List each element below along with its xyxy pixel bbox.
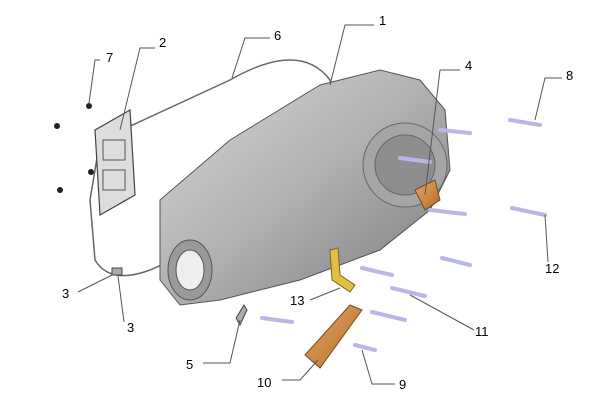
callout-3b: 3 (127, 320, 135, 335)
callout-13: 13 (290, 293, 305, 308)
leader-lines (77, 24, 562, 385)
callout-9: 9 (399, 377, 407, 392)
bracket-part-4 (414, 179, 441, 211)
callout-7: 7 (106, 50, 114, 65)
bracket-part-13 (329, 247, 356, 293)
callout-12: 12 (545, 261, 560, 276)
crankcase-cover-part-1 (159, 69, 451, 306)
callout-1: 1 (379, 13, 387, 28)
callout-3a: 3 (62, 286, 70, 301)
screws-part-7 (54, 103, 94, 193)
callout-5: 5 (186, 357, 194, 372)
callout-11: 11 (475, 324, 489, 339)
callout-2: 2 (159, 35, 167, 50)
callout-6: 6 (274, 28, 282, 43)
bolts (260, 118, 547, 352)
callout-4: 4 (465, 58, 473, 73)
callout-8: 8 (566, 68, 574, 83)
clip-part-5 (235, 304, 248, 327)
bracket-part-10 (304, 304, 363, 369)
callout-10: 10 (257, 375, 272, 390)
plate-part-2 (94, 108, 136, 217)
